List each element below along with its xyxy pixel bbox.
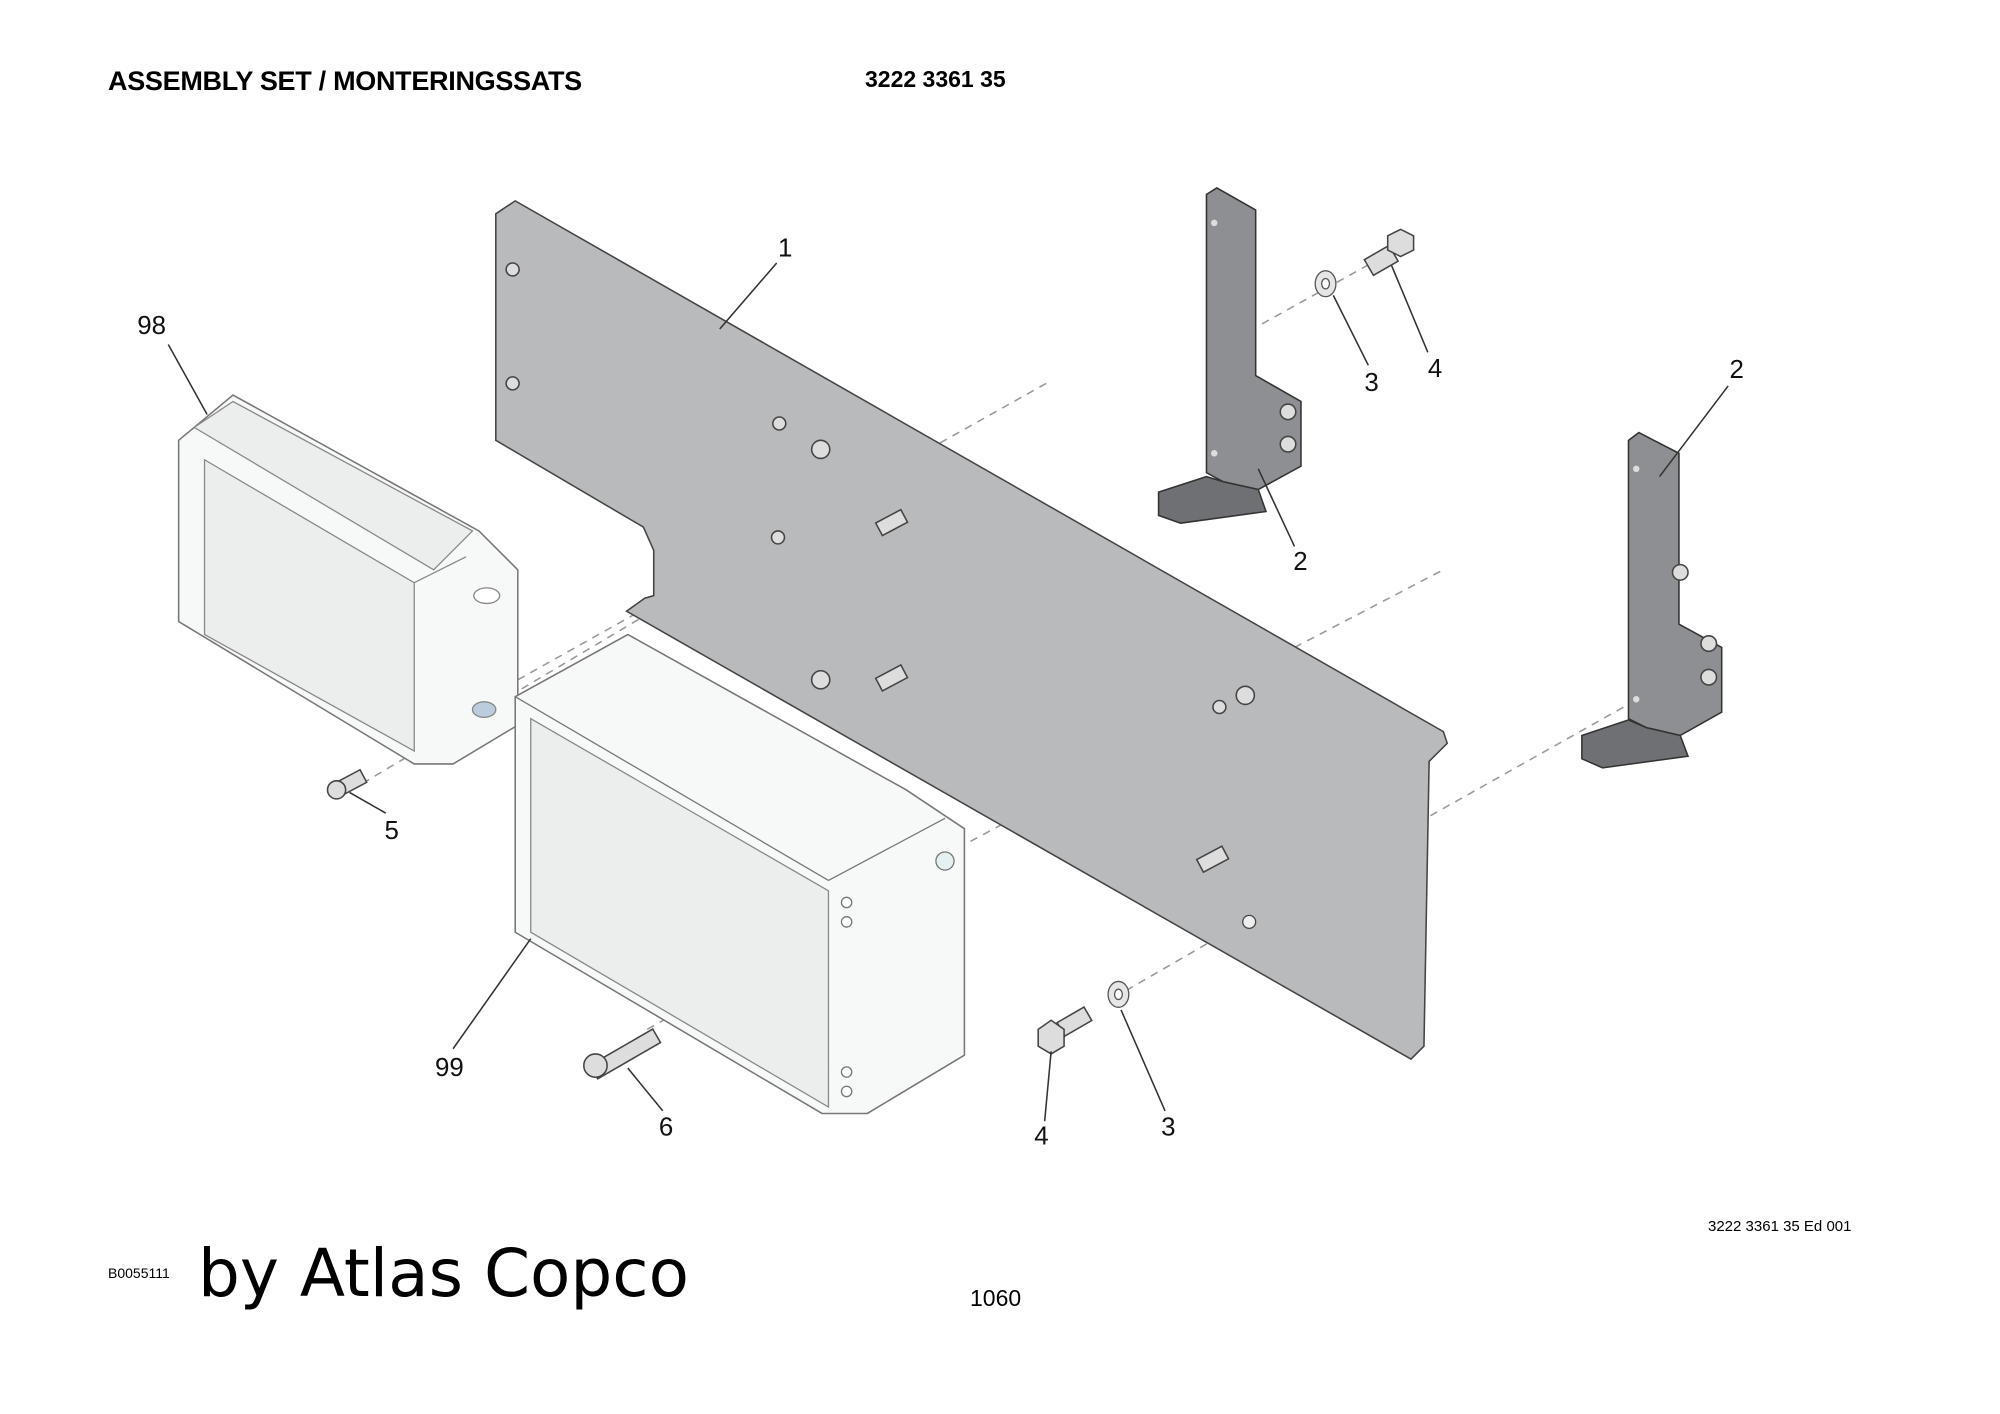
callout-bracket: 2: [1293, 548, 1307, 576]
callout-bolt: 4: [1034, 1123, 1048, 1151]
callout-unit-98: 98: [137, 312, 166, 340]
page-number: 1060: [970, 1285, 1022, 1311]
callout-screw-bottom: 6: [659, 1113, 673, 1141]
callout-leaders: [167, 262, 1729, 1122]
screw-left: [326, 768, 368, 800]
unit-98: [177, 394, 519, 765]
unit-99: [514, 633, 966, 1115]
callout-plate: 1: [778, 235, 792, 263]
callout-unit-99: 99: [435, 1054, 464, 1082]
part-number: 3222 3361 35: [865, 66, 1006, 92]
image-id: B0055111: [108, 1265, 170, 1281]
callout-bolt: 4: [1428, 355, 1442, 383]
brand-watermark: by Atlas Copco: [198, 1235, 689, 1312]
callout-screw-left: 5: [384, 817, 398, 845]
bolt-lower: [1037, 1006, 1093, 1055]
plate-studs: [505, 262, 1257, 930]
bracket-upper: [1157, 187, 1302, 524]
bracket-lower: [1581, 431, 1723, 769]
bolt-upper: [1363, 228, 1415, 277]
mounting-plate: [495, 199, 1449, 1061]
callout-bracket: 2: [1729, 356, 1743, 384]
washer-upper: [1314, 270, 1337, 298]
callout-washer: 3: [1161, 1113, 1175, 1141]
page-title: ASSEMBLY SET / MONTERINGSSATS: [108, 66, 582, 96]
washer-lower: [1107, 980, 1130, 1008]
edition-label: 3222 3361 35 Ed 001: [1708, 1218, 1852, 1235]
screw-bottom: [583, 1028, 662, 1080]
callout-washer: 3: [1364, 369, 1378, 397]
